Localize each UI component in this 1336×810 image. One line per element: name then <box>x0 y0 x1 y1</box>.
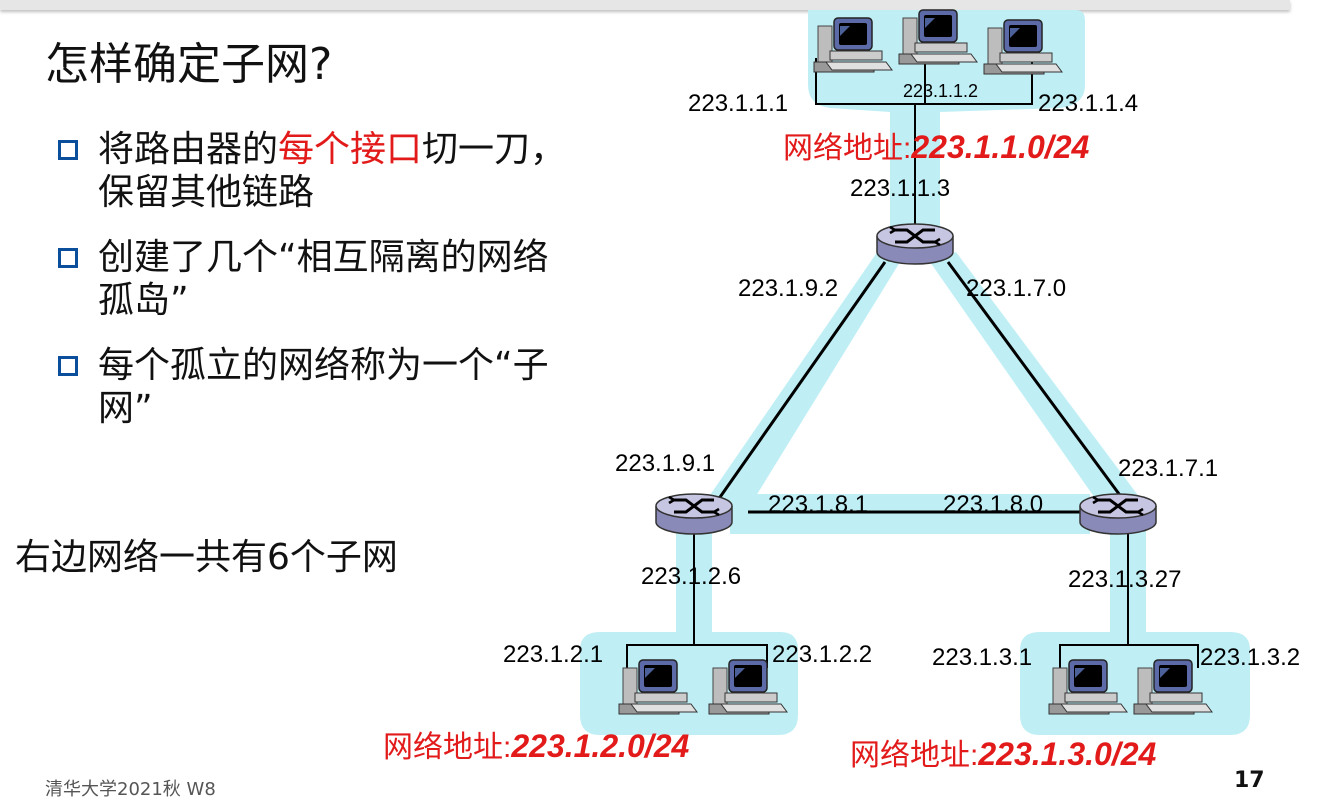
subnet-count-summary: 右边网络一共有6个子网 <box>15 537 398 578</box>
ip-label: 223.1.2.6 <box>641 563 741 590</box>
ip-label: 223.1.2.1 <box>503 641 603 668</box>
subnet-left-link-highlight <box>708 248 900 522</box>
subnet-right-link-highlight <box>930 252 1140 514</box>
slide-top-bar <box>0 0 1290 10</box>
router-icon <box>654 492 734 536</box>
ip-label: 223.1.1.1 <box>688 90 788 117</box>
ip-label: 223.1.7.0 <box>966 275 1066 302</box>
subnet-address-prefix: 网络地址: <box>383 731 511 764</box>
subnet-bottom-left-highlight <box>580 524 798 735</box>
subnet-middle-link-highlight <box>730 494 1090 534</box>
bullet-text: 每个孤立的网络称为一个“子网” <box>98 345 549 429</box>
bullet-square-icon <box>58 248 78 268</box>
slide-footer: 清华大学2021秋 W8 <box>45 779 216 800</box>
bullet-text: 创建了几个“相互隔离的网络孤岛” <box>98 237 549 321</box>
link-top-left-router <box>716 261 887 501</box>
bottom-left-lan-bus <box>626 528 768 668</box>
subnet-address-prefix: 网络地址: <box>783 132 911 165</box>
link-top-right-router <box>946 261 1124 499</box>
subnet-address-prefix: 网络地址: <box>850 739 978 772</box>
subnet-address-value: 223.1.3.0/24 <box>977 736 1156 772</box>
ip-label: 223.1.2.2 <box>772 641 872 668</box>
ip-label: 223.1.1.4 <box>1038 90 1138 117</box>
ip-label: 223.1.3.1 <box>932 644 1032 671</box>
subnet-address-value: 223.1.1.0/24 <box>910 129 1089 165</box>
ip-label: 223.1.8.0 <box>943 491 1043 518</box>
ip-label: 223.1.8.1 <box>768 491 868 518</box>
slide-title: 怎样确定子网? <box>45 39 333 90</box>
ip-label: 223.1.3.27 <box>1068 566 1181 593</box>
bullet-item: 将路由器的每个接口切一刀，保留其他链路 <box>58 128 578 214</box>
router-icon <box>1078 492 1158 536</box>
bullet-square-icon <box>58 140 78 160</box>
ip-label: 223.1.1.3 <box>850 175 950 202</box>
ip-label: 223.1.1.2 <box>903 81 978 101</box>
bullet-highlight: 每个接口 <box>278 129 423 170</box>
subnet-address-value: 223.1.2.0/24 <box>510 728 689 764</box>
bullet-item: 创建了几个“相互隔离的网络孤岛” <box>58 236 578 322</box>
ip-label: 223.1.7.1 <box>1118 455 1218 482</box>
page-number: 17 <box>1234 768 1265 793</box>
bullet-item: 每个孤立的网络称为一个“子网” <box>58 344 578 430</box>
bullet-text: 切一刀，保留其他链路 <box>98 129 567 213</box>
ip-label: 223.1.9.2 <box>738 275 838 302</box>
ip-label: 223.1.3.2 <box>1200 644 1300 671</box>
bottom-right-lan-bus <box>1059 528 1199 668</box>
bullet-square-icon <box>58 356 78 376</box>
subnet-address-bottom-right: 网络地址:223.1.3.0/24 <box>850 736 1156 772</box>
subnet-address-top: 网络地址:223.1.1.0/24 <box>783 129 1089 165</box>
router-icon <box>875 222 955 266</box>
network-links <box>626 58 1199 668</box>
bullet-text: 将路由器的 <box>98 129 279 170</box>
subnet-address-bottom-left: 网络地址:223.1.2.0/24 <box>383 728 689 764</box>
top-lan-bus <box>815 58 1033 105</box>
ip-label: 223.1.9.1 <box>615 450 715 477</box>
bullet-list: 将路由器的每个接口切一刀，保留其他链路 创建了几个“相互隔离的网络孤岛” 每个孤… <box>58 128 578 452</box>
